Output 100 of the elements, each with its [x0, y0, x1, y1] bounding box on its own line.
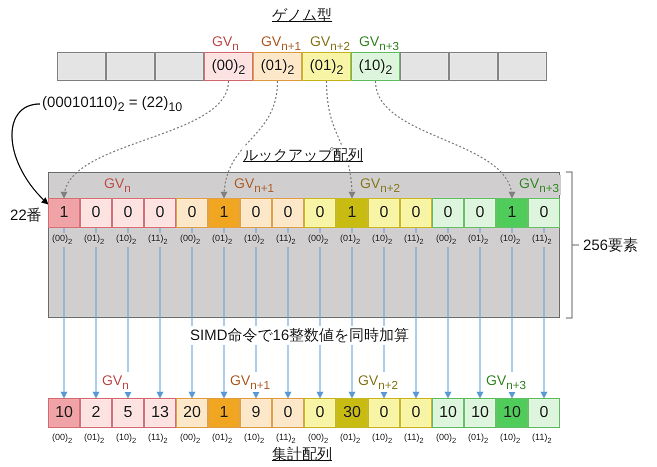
group-label: GV$_{n+1}$: [232, 175, 276, 195]
genome-cell: (10)$_{2}$: [351, 52, 400, 81]
index-label: (01)$_{2}$: [84, 233, 104, 247]
arrow: [374, 80, 514, 199]
index-label: (01)$_{2}$: [468, 233, 488, 247]
index-label: (00)$_{2}$: [308, 233, 328, 247]
array-heading: 集計配列: [272, 445, 332, 464]
index-label: (00)$_{2}$: [180, 233, 200, 247]
lookup-cell: 1: [496, 198, 528, 228]
arrow: [12, 103, 48, 204]
index-label: (00)$_{2}$: [436, 432, 456, 446]
group-label: GV$_{n+2}$: [356, 372, 400, 392]
lookup-cell: 0: [432, 198, 464, 228]
count-cell: 0: [304, 398, 336, 428]
count-cell: 9: [240, 398, 272, 428]
lookup-cell: 0: [144, 198, 176, 228]
arrow: [221, 80, 278, 199]
lookup-cell: 0: [400, 198, 432, 228]
index-label: (00)$_{2}$: [436, 233, 456, 247]
position-label: 22番: [10, 206, 42, 225]
array-heading: ルックアップ配列: [243, 146, 363, 165]
index-label: (10)$_{2}$: [244, 233, 264, 247]
arrow: [444, 228, 452, 399]
index-label: (01)$_{2}$: [340, 233, 360, 247]
genome-cell: (00)$_{2}$: [204, 52, 253, 81]
group-label: GV$_{n+2}$: [310, 33, 350, 53]
arrow: [92, 228, 100, 399]
lookup-panel: [48, 172, 560, 318]
group-label: GV$_{n+3}$: [359, 33, 400, 53]
index-label: (10)$_{2}$: [372, 233, 392, 247]
lookup-cell: 1: [336, 198, 368, 228]
index-label: (11)$_{2}$: [532, 233, 552, 247]
index-label: (10)$_{2}$: [116, 432, 136, 446]
formula-text: (00010110)$_{2}$ = (22)$_{10}$: [40, 94, 184, 114]
index-label: (10)$_{2}$: [500, 233, 520, 247]
index-label: (00)$_{2}$: [308, 432, 328, 446]
index-label: (10)$_{2}$: [244, 432, 264, 446]
group-label: GV$_{n}$: [102, 175, 133, 195]
lookup-cell: 0: [304, 198, 336, 228]
index-label: (11)$_{2}$: [148, 432, 168, 446]
arrow: [62, 80, 230, 199]
index-label: (11)$_{2}$: [276, 233, 296, 247]
group-label: GV$_{n+2}$: [358, 175, 402, 195]
size-label: 256要素: [583, 236, 638, 255]
arrow: [326, 80, 356, 199]
count-cell: 13: [144, 398, 176, 428]
arrow: [156, 228, 164, 399]
index-label: (01)$_{2}$: [340, 432, 360, 446]
lookup-cell: 0: [368, 198, 400, 228]
count-cell: 0: [368, 398, 400, 428]
genome-cell: [155, 52, 204, 81]
count-cell: 10: [464, 398, 496, 428]
count-cell: 0: [272, 398, 304, 428]
genome-cell: [400, 52, 449, 81]
group-label: GV$_{n+1}$: [261, 33, 302, 53]
group-label: GV$_{n}$: [100, 372, 131, 392]
index-label: (01)$_{2}$: [212, 233, 232, 247]
lookup-cell: 0: [528, 198, 560, 228]
index-label: (01)$_{2}$: [212, 432, 232, 446]
arrow: [348, 228, 356, 399]
diagram-heading: ゲノム型: [272, 6, 332, 25]
count-cell: 10: [496, 398, 528, 428]
lookup-cell: 0: [272, 198, 304, 228]
index-label: (00)$_{2}$: [180, 432, 200, 446]
arrow: [476, 228, 484, 399]
count-cell: 0: [400, 398, 432, 428]
lookup-cell: 1: [208, 198, 240, 228]
genome-cell: [449, 52, 498, 81]
group-label: GV$_{n}$: [212, 33, 239, 53]
lookup-cell: 0: [240, 198, 272, 228]
arrow: [220, 228, 228, 399]
genome-cell: [57, 52, 106, 81]
arrow: [540, 228, 548, 399]
genome-cell: (01)$_{2}$: [253, 52, 302, 81]
count-cell: 10: [432, 398, 464, 428]
group-label: GV$_{n+1}$: [228, 372, 272, 392]
index-label: (11)$_{2}$: [404, 233, 424, 247]
index-label: (11)$_{2}$: [404, 432, 424, 446]
index-label: (11)$_{2}$: [532, 432, 552, 446]
lookup-cell: 0: [112, 198, 144, 228]
lookup-cell: 0: [176, 198, 208, 228]
index-label: (10)$_{2}$: [116, 233, 136, 247]
lookup-cell: 1: [48, 198, 80, 228]
count-cell: 20: [176, 398, 208, 428]
lookup-cell: 0: [464, 198, 496, 228]
index-label: (11)$_{2}$: [148, 233, 168, 247]
count-cell: 2: [80, 398, 112, 428]
count-cell: 10: [48, 398, 80, 428]
count-cell: 1: [208, 398, 240, 428]
index-label: (00)$_{2}$: [52, 233, 72, 247]
count-cell: 30: [336, 398, 368, 428]
genome-cell: (01)$_{2}$: [302, 52, 351, 81]
arrow: [284, 228, 292, 399]
operation-note: SIMD命令で16整数値を同時加算: [188, 326, 412, 345]
count-cell: 0: [528, 398, 560, 428]
index-label: (10)$_{2}$: [372, 432, 392, 446]
genome-cell: [498, 52, 547, 81]
lookup-cell: 0: [80, 198, 112, 228]
arrow: [412, 228, 420, 399]
index-label: (10)$_{2}$: [500, 432, 520, 446]
